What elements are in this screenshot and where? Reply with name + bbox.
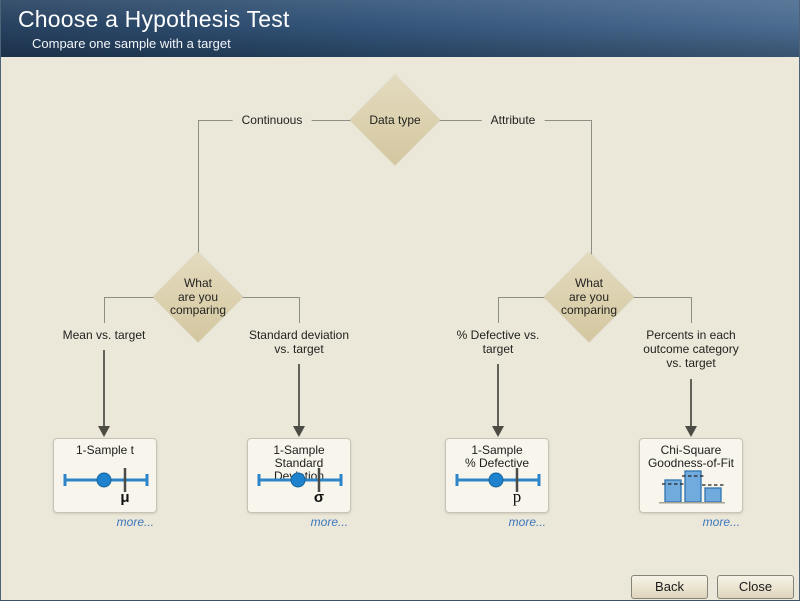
card-title: Chi-Square Goodness-of-Fit [640,444,742,470]
leaf-label-line: Percents in each [646,328,736,342]
card-1-sample-standard-deviation[interactable]: 1-Sample Standard Deviation σ [247,438,351,513]
connector-stub [498,297,499,323]
leaf-label-stdev-vs-target: Standard deviation vs. target [249,328,349,356]
leaf-label-line: vs. target [666,356,716,370]
connector-stub [299,297,300,323]
diamond-label-line: are you [177,289,219,304]
more-link-1-sample-standard-deviation[interactable]: more... [310,515,348,529]
leaf-label-line: outcome category [643,342,739,356]
mu-symbol: μ [120,489,130,506]
branch-label-continuous: Continuous [232,113,312,127]
leaf-label-line: Mean vs. target [62,328,146,342]
comparing-diamond-label-left: What are you comparing [133,276,263,318]
connector-stub [691,297,692,323]
back-button[interactable]: Back [631,575,708,599]
more-link-1-sample-t[interactable]: more... [116,515,154,529]
card-title-line: Chi-Square [660,443,722,457]
card-title-line: 1-Sample t [75,443,135,457]
leaf-label-defective-vs-target: % Defective vs. target [457,328,540,356]
diamond-label-line: What [574,276,603,290]
bar-chart-target-icon [659,470,725,504]
number-line-dot-target-icon [455,468,541,492]
card-title-line: % Defective [464,456,530,470]
leaf-label-line: % Defective vs. [456,328,540,342]
diamond-label-line: What [183,276,212,290]
card-title-line: 1-Sample [471,443,523,457]
arrow-line [690,379,692,426]
leaf-label-mean-vs-target: Mean vs. target [63,328,146,342]
arrow-down-icon [293,426,305,437]
diamond-label-line: comparing [169,303,227,317]
arrow-down-icon [685,426,697,437]
leaf-label-line: vs. target [274,342,324,356]
diamond-label-line: comparing [560,303,618,317]
card-title-line: 1-Sample [273,443,325,457]
card-1-sample-t[interactable]: 1-Sample t μ [53,438,157,513]
arrow-line [103,350,105,426]
leaf-label-percents-vs-target: Percents in each outcome category vs. ta… [643,328,738,370]
arrow-down-icon [492,426,504,437]
card-title-line: Goodness-of-Fit [647,456,735,470]
connector-stub [104,297,105,323]
card-title: 1-Sample t [54,444,156,457]
card-1-sample-percent-defective[interactable]: 1-Sample % Defective p [445,438,549,513]
connector-left-down [198,120,199,256]
number-line-dot-target-icon [63,468,149,492]
arrow-line [298,364,300,426]
arrow-down-icon [98,426,110,437]
comparing-diamond-label-right: What are you comparing [524,276,654,318]
connector-right-down [591,120,592,256]
leaf-label-line: target [482,342,514,356]
data-type-diamond-label: Data type [369,113,421,127]
number-line-dot-target-icon [257,468,343,492]
branch-label-attribute: Attribute [481,113,545,127]
leaf-label-line: Standard deviation [248,328,350,342]
close-button[interactable]: Close [717,575,794,599]
more-link-1-sample-percent-defective[interactable]: more... [508,515,546,529]
arrow-line [497,364,499,426]
p-symbol: p [512,487,522,506]
page-subtitle: Compare one sample with a target [32,36,231,51]
diamond-label-line: are you [568,289,610,304]
dialog-header: Choose a Hypothesis Test Compare one sam… [1,0,799,57]
page-title: Choose a Hypothesis Test [18,6,290,32]
sigma-symbol: σ [313,489,325,506]
more-link-chi-square-goodness-of-fit[interactable]: more... [702,515,740,529]
card-title: 1-Sample % Defective [446,444,548,470]
card-chi-square-goodness-of-fit[interactable]: Chi-Square Goodness-of-Fit [639,438,743,513]
